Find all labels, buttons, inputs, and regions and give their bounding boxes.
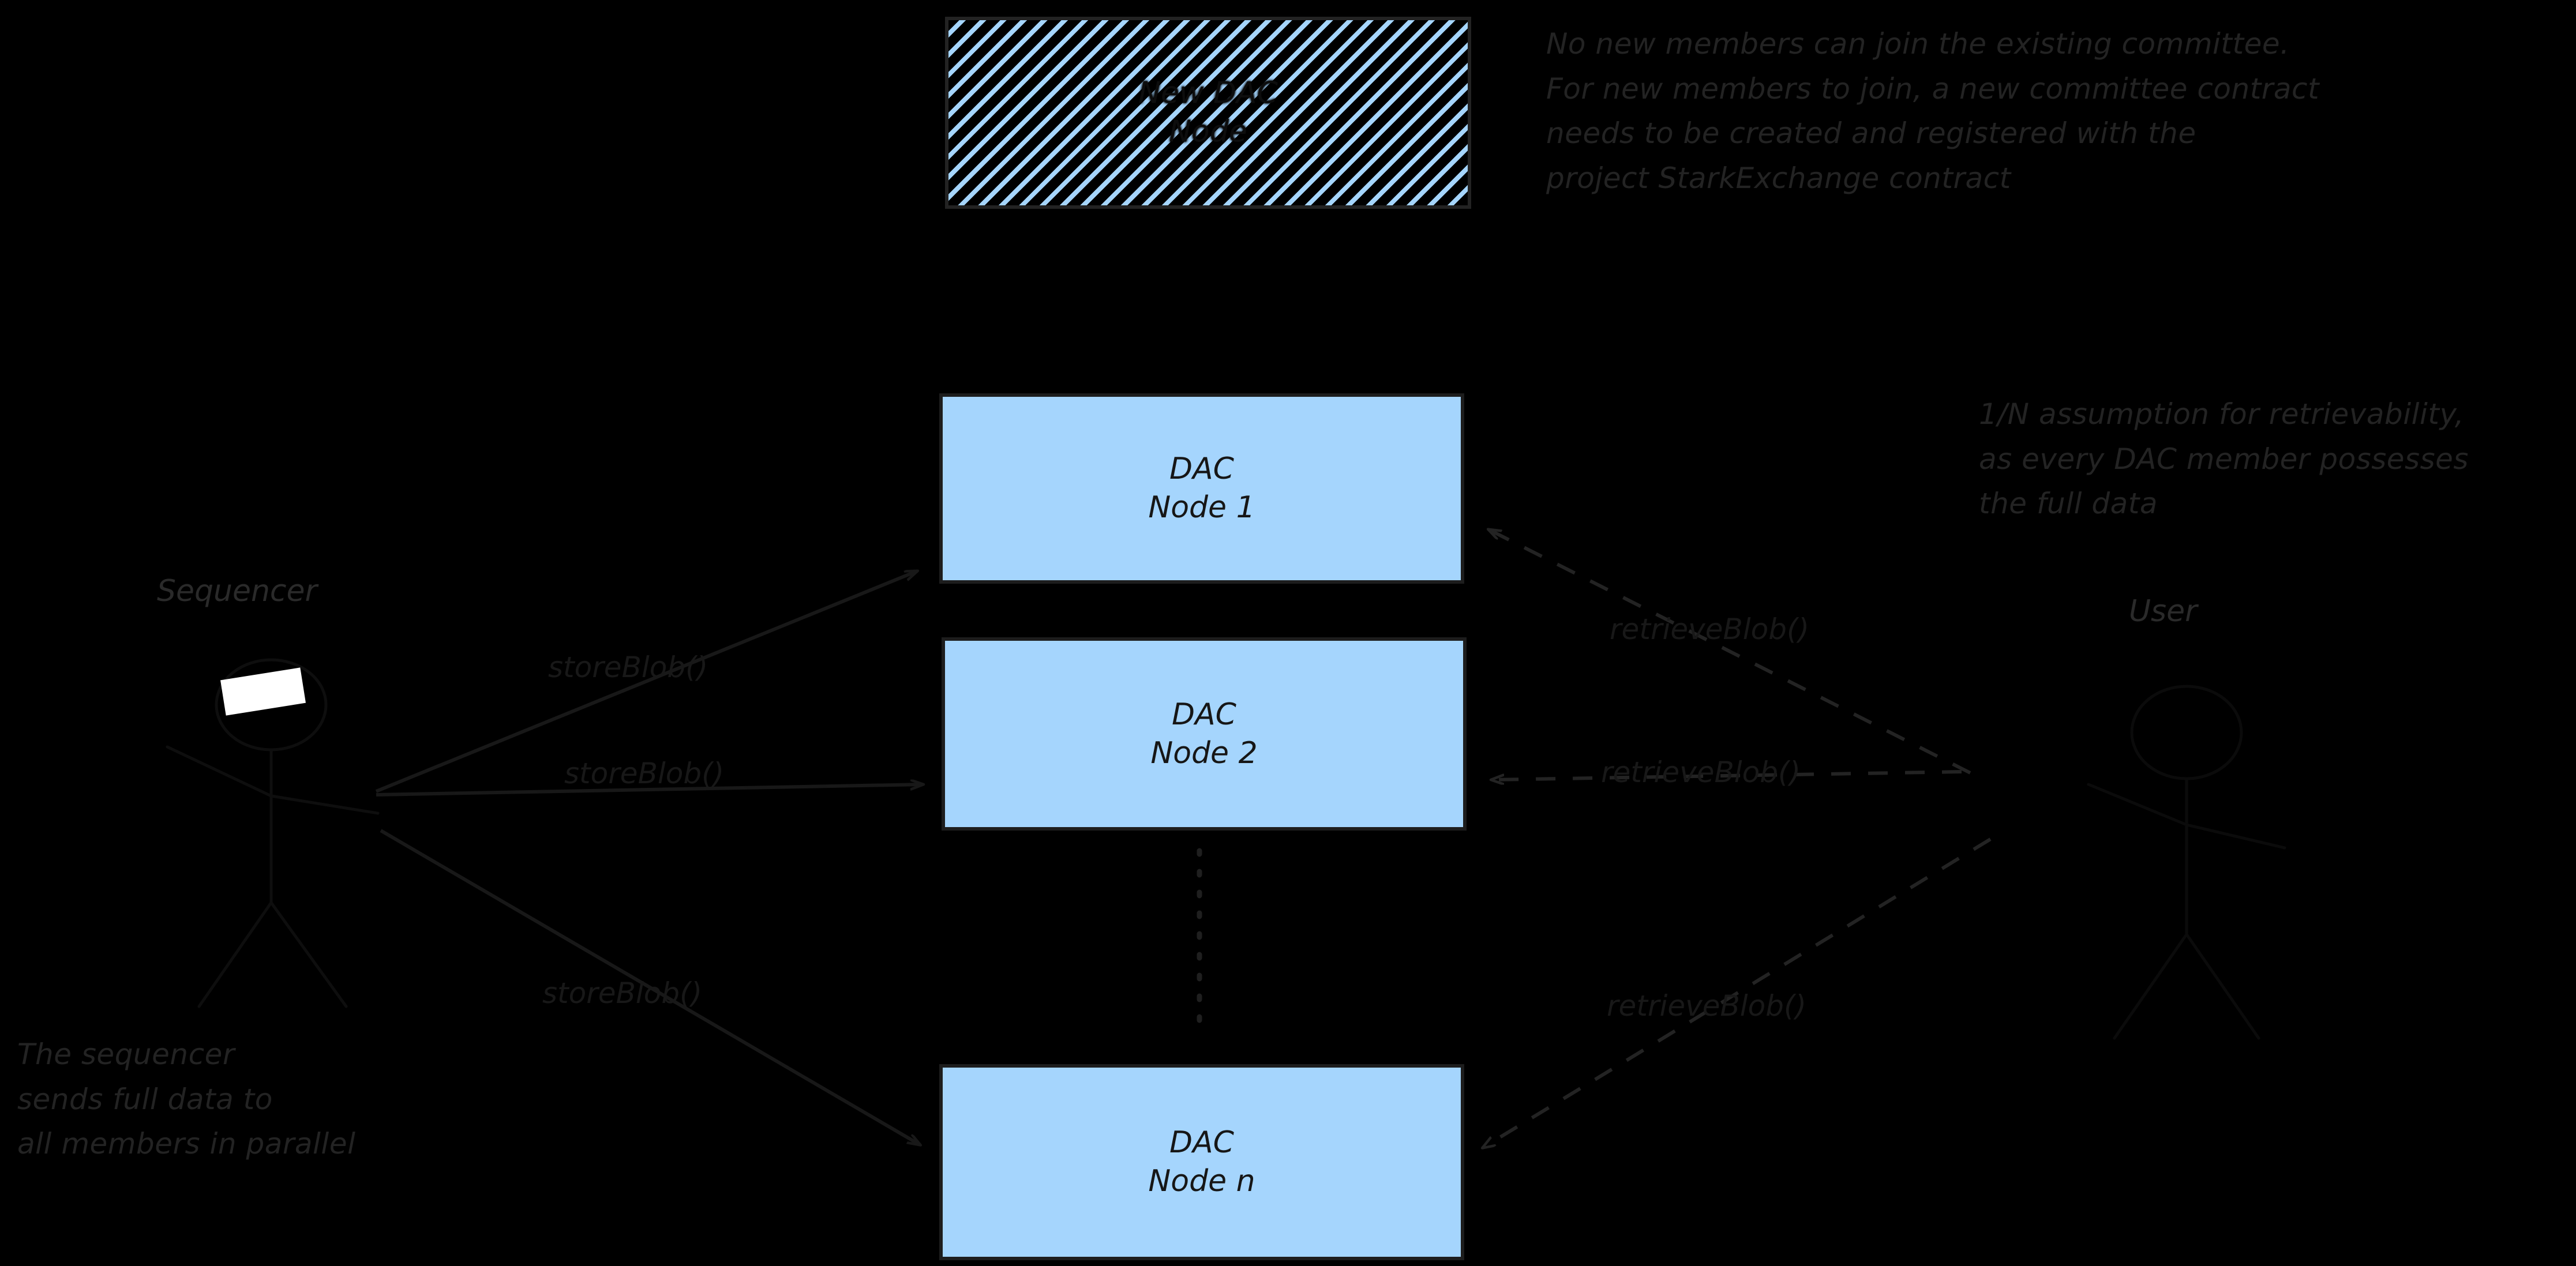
annotation-retrievability-note: 1/N assumption for retrievability, as ev… bbox=[1979, 397, 2469, 520]
new-dac-node-box[interactable]: New DAC Node bbox=[945, 17, 1471, 209]
new-dac-node-line1: New DAC bbox=[1138, 75, 1278, 110]
edge-label-retrieve-node2: retrieveBlob() bbox=[1601, 756, 1801, 789]
edge-retrieve-noden bbox=[1483, 837, 1992, 1148]
new-dac-node-line2: Node bbox=[1169, 114, 1247, 149]
edge-store-node2 bbox=[376, 784, 923, 797]
user-stick-figure bbox=[2087, 685, 2286, 1040]
edge-label-retrieve-noden: retrieveBlob() bbox=[1607, 989, 1807, 1023]
edge-label-store-noden: storeBlob() bbox=[542, 976, 703, 1010]
edge-label-store-node2: storeBlob() bbox=[564, 757, 725, 790]
edge-retrieve-node2 bbox=[1491, 770, 1962, 780]
edge-label-retrieve-node1: retrieveBlob() bbox=[1610, 613, 1810, 646]
dac-node-2-box[interactable] bbox=[942, 637, 1467, 831]
edge-store-node1 bbox=[375, 569, 917, 793]
user-label: User bbox=[2129, 594, 2198, 629]
sequencer-stick-figure bbox=[166, 658, 380, 1008]
dac-node-1-box[interactable] bbox=[939, 393, 1464, 584]
edge-label-store-node1: storeBlob() bbox=[548, 651, 708, 684]
dac-node-n-box[interactable] bbox=[939, 1064, 1464, 1260]
sequencer-label: Sequencer bbox=[157, 574, 317, 608]
annotation-committee-note: No new members can join the existing com… bbox=[1546, 27, 2320, 195]
edge-retrieve-node1 bbox=[1488, 529, 1971, 775]
new-dac-node-label: New DAC Node bbox=[948, 74, 1468, 152]
annotation-sequencer-note: The sequencer sends full data to all mem… bbox=[17, 1038, 356, 1160]
edge-store-noden bbox=[380, 829, 920, 1145]
